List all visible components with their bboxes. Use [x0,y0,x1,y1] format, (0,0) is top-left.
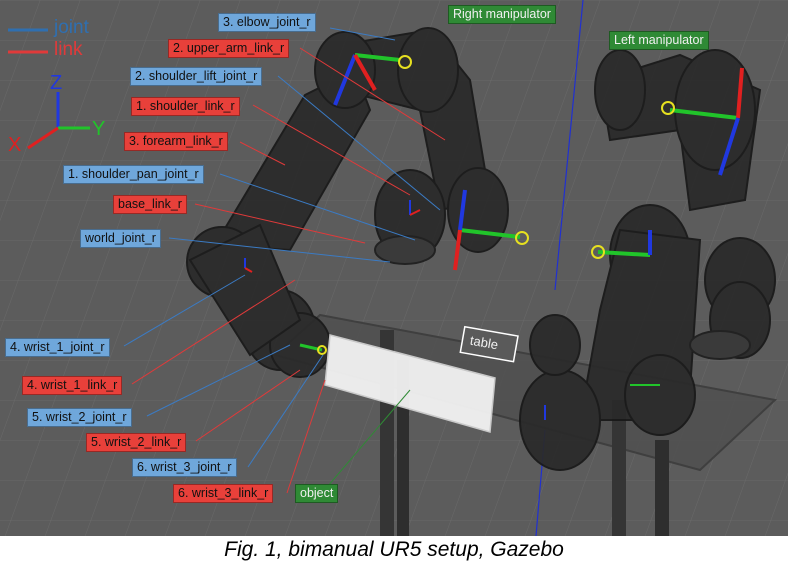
elbow-joint-r-label: 3. elbow_joint_r [218,13,316,32]
wrist-2-link-r-label: 5. wrist_2_link_r [86,433,187,452]
gazebo-scene: joint link Z X Y Right manipulator Left … [0,0,788,536]
wrist-3-link-r-label: 6. wrist_3_link_r [173,484,274,503]
axis-x-label: X [8,134,22,156]
leader-lines [123,27,446,494]
forearm-link-r-label: 3. forearm_link_r [124,132,228,151]
world-joint-r-label: world_joint_r [80,229,161,248]
left-base-pedestal [689,330,751,360]
world-z-line [554,0,584,291]
table-leg [612,400,626,536]
object-box [324,334,496,433]
gizmo-x-axis [27,126,59,150]
wrist-3-joint-r-label: 6. wrist_3_joint_r [132,458,237,477]
axis-y-label: Y [92,118,106,140]
table-leg [655,440,669,536]
wrist-2-joint-r-label: 5. wrist_2_joint_r [27,408,132,427]
shoulder-lift-joint-r-label: 2. shoulder_lift_joint_r [130,67,263,86]
scene-graphics [0,0,788,536]
shoulder-link-r-label: 1. shoulder_link_r [131,97,240,116]
left-manipulator-label: Left manipulator [609,31,709,50]
legend-link: link [54,39,83,60]
wrist-1-link-r-label: 4. wrist_1_link_r [22,376,123,395]
right-base-pedestal [374,235,436,265]
axis-z-label: Z [50,72,63,94]
joint-frames [244,53,744,420]
base-link-r-label: base_link_r [113,195,187,214]
legend-joint: joint [54,17,89,38]
figure-caption: Fig. 1, bimanual UR5 setup, Gazebo [224,538,564,561]
object-label: object [295,484,339,503]
shoulder-pan-joint-r-label: 1. shoulder_pan_joint_r [63,165,204,184]
right-manipulator-label: Right manipulator [448,5,556,24]
wrist-1-joint-r-label: 4. wrist_1_joint_r [5,338,110,357]
table-label-card [459,325,519,363]
upper-arm-link-r-label: 2. upper_arm_link_r [168,39,290,58]
